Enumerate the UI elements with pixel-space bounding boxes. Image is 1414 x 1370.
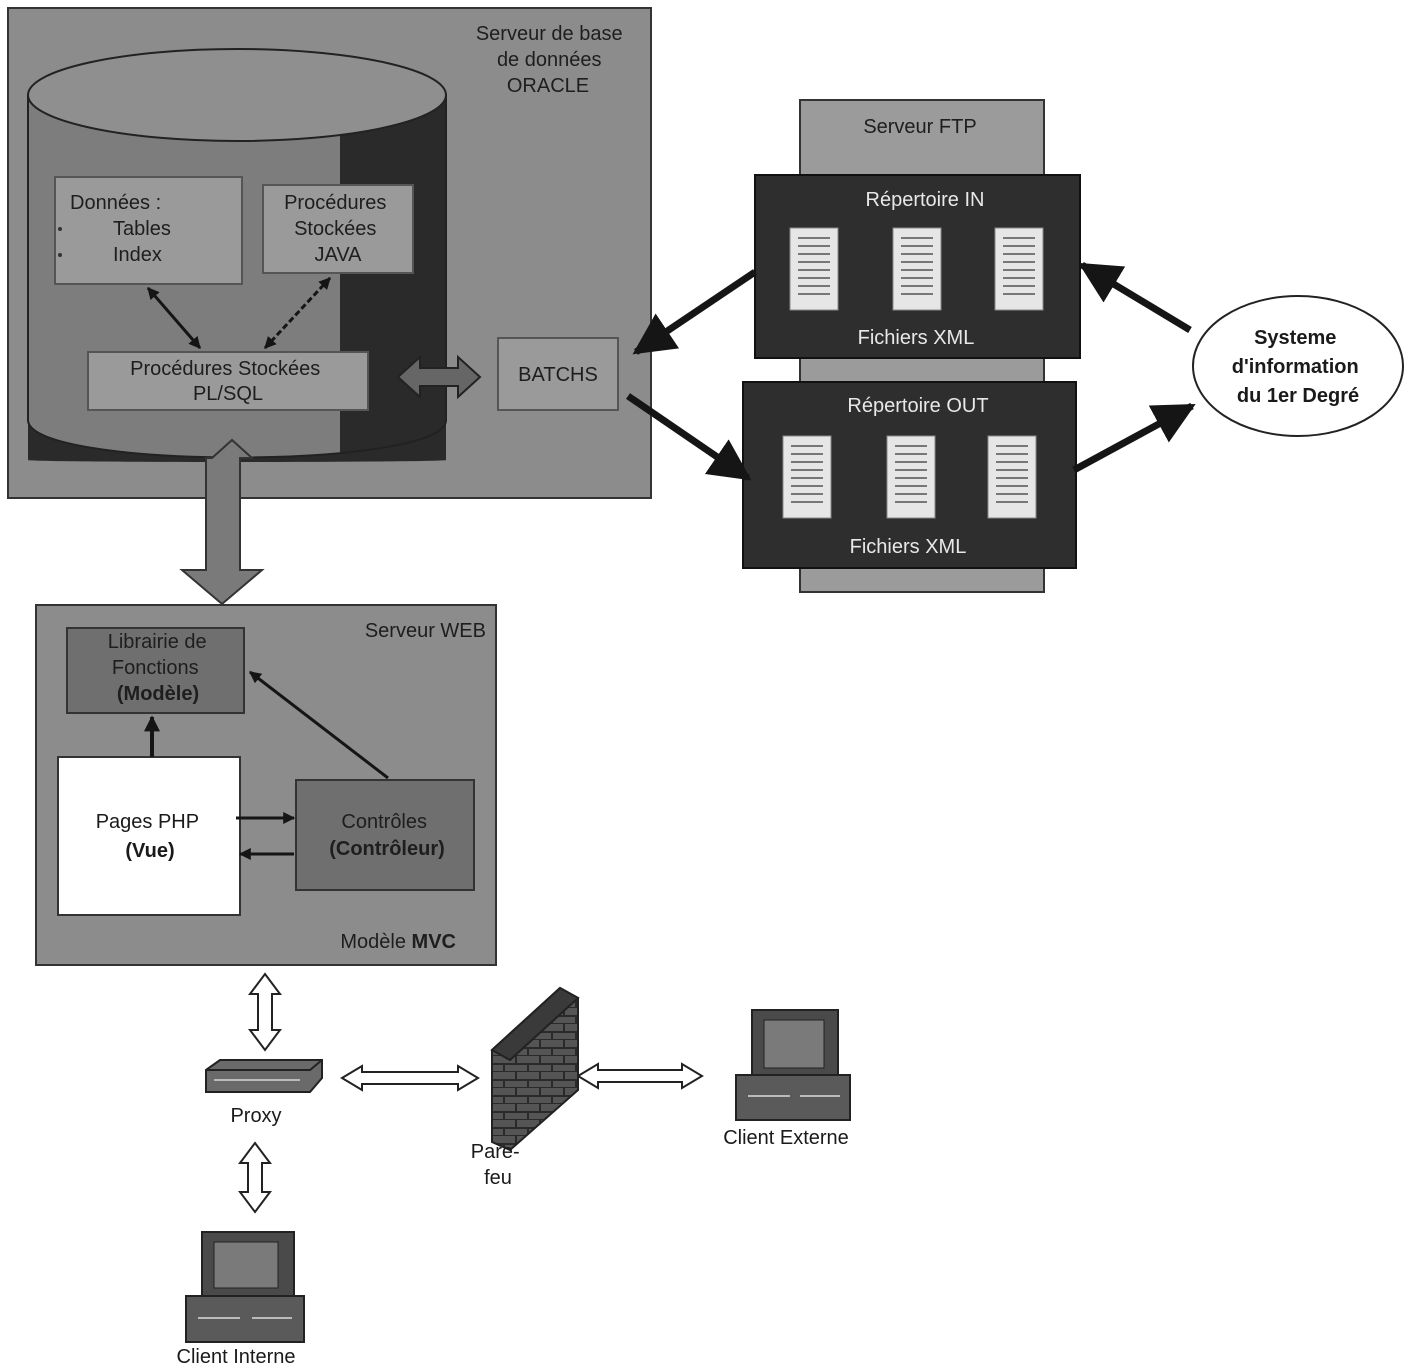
function-library-box: Librairie de Fonctions (Modèle) [66,627,245,714]
client-external-label: Client Externe [723,1127,849,1149]
directory-out-panel: Répertoire OUT Fichiers XML [742,381,1077,569]
svg-text:Fichiers XML: Fichiers XML [858,327,975,349]
ftp-server-title: Serveur FTP [863,116,976,138]
internal-client-computer-icon [185,1231,305,1343]
xml-file-icon [892,227,942,311]
ftp-in-to-batchs-arrow [632,269,757,355]
db-server-title: Serveur de base de données ORACLE [476,23,628,97]
data-tables-box: Données : Tables Index [54,176,243,285]
svg-text:Fichiers XML: Fichiers XML [850,536,967,558]
proxy-label: Proxy [230,1105,281,1127]
batchs-to-ftp-out-arrow [626,393,752,481]
proxy-client-double-arrow [238,1141,272,1214]
xml-file-icon [987,435,1037,519]
proxy-firewall-double-arrow [340,1064,480,1092]
plsql-procedures-box: Procédures Stockées PL/SQL [87,351,369,411]
ftp-out-to-info-system-arrow [1072,402,1196,474]
svg-text:BATCHS: BATCHS [518,364,598,386]
xml-file-icon [994,227,1044,311]
external-client-computer-icon [735,1009,851,1121]
controls-box: Contrôles (Contrôleur) [295,779,475,891]
batchs-box: BATCHS [497,337,619,411]
xml-file-icon [886,435,936,519]
mvc-caption: Modèle MVC [340,931,456,953]
proxy-device-icon [205,1059,323,1093]
xml-file-icon [782,435,832,519]
controller-to-model-arrow [249,670,389,780]
php-pages-box: Pages PHP (Vue) [57,756,241,916]
svg-text:Pages PHP (Vue): Pages PHP (Vue) [96,811,205,862]
firewall-label: Pare- feu [471,1141,525,1189]
svg-text:Répertoire OUT: Répertoire OUT [847,395,988,417]
web-server-panel: Serveur WEB Librairie de Fonctions (Modè… [35,604,497,966]
info-system-ellipse: Systeme d'information du 1er Degré [1192,295,1404,437]
firewall-client-double-arrow [576,1062,704,1090]
db-server-panel: Serveur de base de données ORACLE Donnée… [7,7,652,499]
svg-text:Contrôles (Contrôleur): Contrôles (Contrôleur) [329,811,445,860]
web-proxy-double-arrow [248,972,282,1052]
svg-text:Librairie de Fonctions: Librairie de Fonctions (Modèle) [108,631,213,705]
ftp-server-panel: Serveur FTP Répertoire IN Fichiers XML R… [742,99,1081,593]
data-plsql-arrow [146,287,202,349]
firewall-icon [490,986,580,1152]
plsql-batchs-double-arrow [396,354,482,400]
java-procedures-box: Procédures Stockées JAVA [262,184,414,274]
client-internal-label: Client Interne [177,1346,296,1368]
svg-text:Systeme d'information: Systeme d'information du 1er Degré [1232,327,1365,407]
db-web-arrow [179,438,265,606]
directory-in-panel: Répertoire IN Fichiers XML [754,174,1081,359]
java-plsql-arrow [263,276,332,350]
svg-text:Données : Tables: Données : Tables Index [70,192,176,266]
web-server-title: Serveur WEB [365,620,486,642]
info-system-to-ftp-in-arrow [1078,262,1192,333]
svg-text:Procédures Stockées PL: Procédures Stockées PL/SQL [130,358,326,405]
svg-text:Répertoire IN: Répertoire IN [866,189,985,211]
xml-file-icon [789,227,839,311]
svg-text:Procédures Stockées: Procédures Stockées JAVA [284,192,392,266]
